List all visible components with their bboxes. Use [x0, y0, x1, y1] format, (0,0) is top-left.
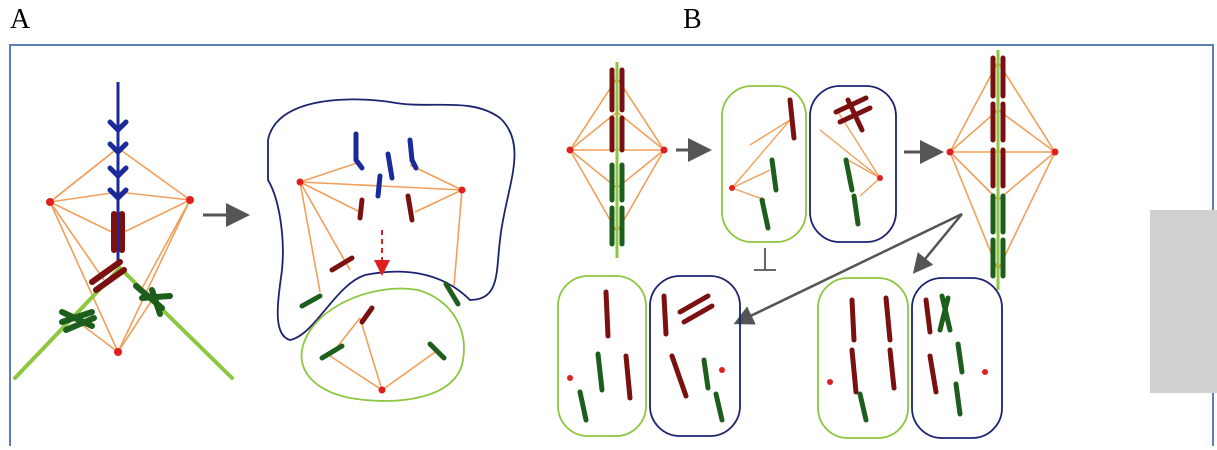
panel-b-br-red [852, 298, 936, 392]
process-arrow-b4 [916, 214, 962, 270]
inhibition-symbol [754, 248, 776, 270]
panel-a-blob-green-chromosomes [302, 284, 458, 358]
panel-b-bl-red [606, 292, 712, 398]
panel-a-spindle-fibers-green [15, 268, 232, 378]
panel-a-green-chromosomes [62, 286, 170, 330]
panel-a-green-outline [302, 289, 464, 401]
panel-a-blob-poles [297, 179, 466, 394]
panel-b-top-cell-red [790, 98, 870, 138]
panel-b-green-cell-bl [558, 276, 646, 436]
panel-b-br-green [860, 296, 962, 420]
